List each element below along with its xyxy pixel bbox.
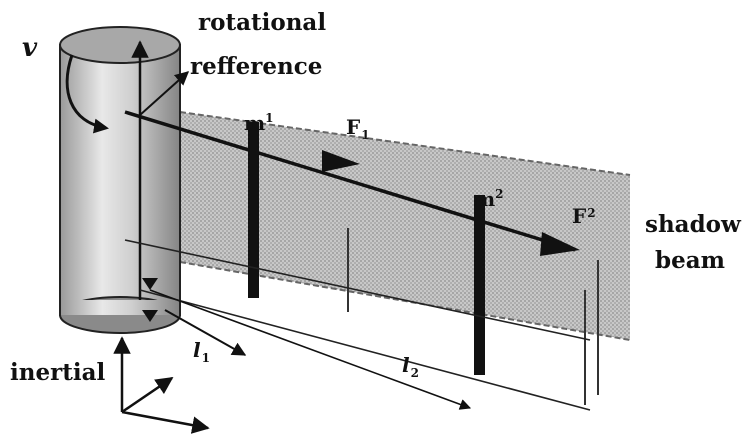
rotation-arrow (65, 54, 109, 134)
mass-post-1 (248, 122, 259, 298)
mass-1-label: m1 (244, 111, 274, 135)
force-2-label: F2 (572, 204, 596, 228)
l2-dimension-arrow (149, 289, 472, 410)
beam-line (124, 110, 576, 252)
length-1-label: l1 (193, 338, 210, 365)
angular-velocity-label: v (22, 33, 38, 63)
mass-post-2 (474, 195, 485, 375)
l1-dimension-arrow (164, 309, 247, 356)
inertial-label: inertial (10, 359, 105, 386)
beam-label: beam (655, 247, 725, 274)
shadow-beam (180, 112, 630, 340)
base-marker-lower (142, 310, 158, 322)
shadow-label: shadow (645, 211, 742, 238)
force-1-label: F1 (346, 115, 370, 142)
rotational-label: rotational (198, 9, 326, 36)
rotating-cylinder (59, 26, 181, 334)
base-marker-upper (142, 278, 158, 290)
force-arrow-2 (540, 232, 580, 256)
mass-2-label: m2 (474, 187, 504, 211)
length-2-label: l2 (402, 353, 419, 380)
rotational-reference-pointer (139, 71, 190, 116)
force-arrow-1 (322, 150, 360, 172)
inertial-frame-axes (113, 336, 210, 434)
refference-label: refference (190, 53, 322, 80)
ground-line-upper (124, 239, 591, 341)
ground-line-lower (139, 289, 591, 411)
